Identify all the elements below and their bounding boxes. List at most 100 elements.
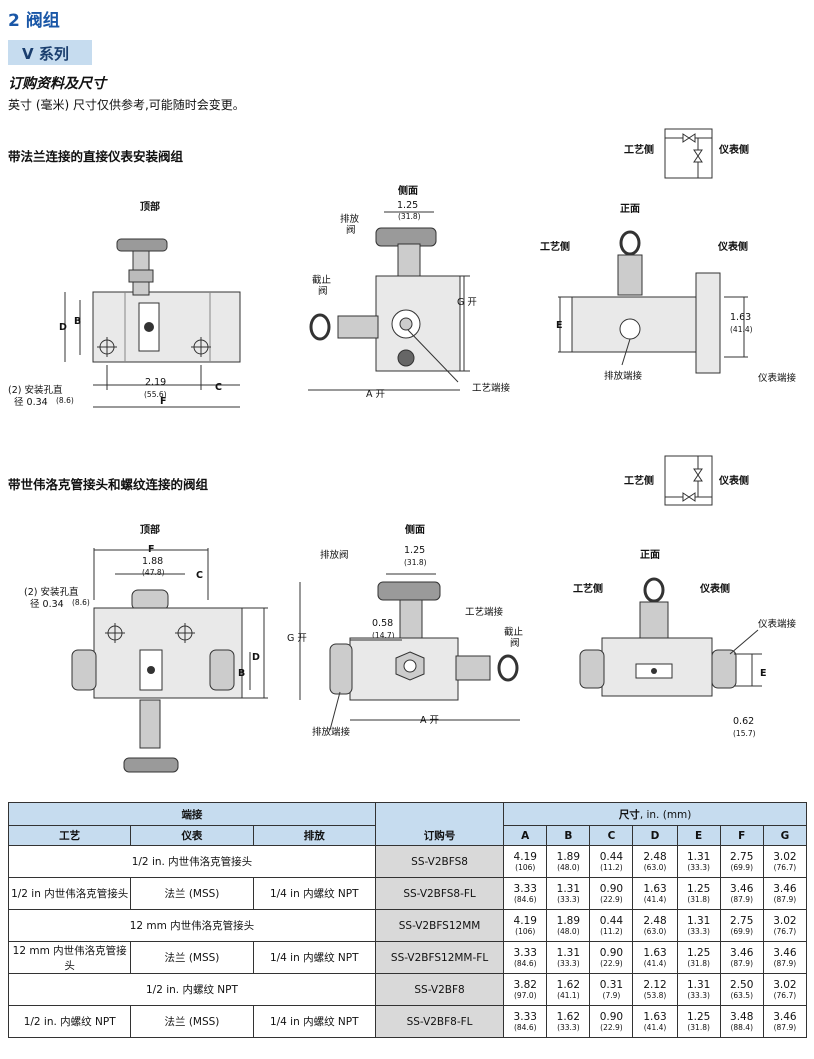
dim-cell-B: 1.89(48.0) [546,845,591,878]
dim-cell-B: 1.31(33.3) [546,941,591,974]
group2-title: 带世伟洛克管接头和螺纹连接的阀组 [8,477,209,492]
dim-inch-value: 2.75 [730,850,754,863]
dim-inch-value: 0.90 [599,1010,624,1023]
dim-mm-value: (33.3) [557,958,580,968]
dim-mm-value: (41.1) [557,990,580,1000]
group2-side-view-title: 侧面 [405,525,425,536]
header-dim-C: C [589,825,634,846]
dim-inch-value: 2.12 [643,978,667,991]
dim-mm-value: (63.5) [730,990,754,1000]
dim-mm-value: (22.9) [600,1022,623,1032]
dim-inch-value: 0.90 [599,946,624,959]
group2-side-view-drawing [299,573,520,731]
dim-cell-D: 1.63(41.4) [632,1005,678,1038]
dim-cell-A: 3.33(84.6) [503,941,548,974]
dim-mm-value: (31.8) [687,958,710,968]
series-label: V 系列 [22,45,69,63]
group1-vent-label-1: 排放 [340,214,360,225]
group1-side-dim-mm: (31.8) [398,212,421,221]
dim-mm-value: (87.9) [773,894,797,904]
group2-side-dim2-value: 0.58 [372,618,394,629]
dim-mm-value: (48.0) [557,926,580,936]
group1-side-dim-A: A 开 [366,389,386,400]
instrument-cell: 法兰 (MSS) [130,1005,254,1038]
header-order-number: 订购号 [374,802,505,846]
dim-cell-C: 0.90(22.9) [589,1005,634,1038]
connection-cell: 1/2 in. 内螺纹 NPT [8,973,376,1006]
dim-mm-value: (33.3) [687,862,710,872]
dim-mm-value: (88.4) [730,1022,754,1032]
dim-inch-value: 1.31 [686,914,711,927]
group2-top-view-drawing [71,548,268,773]
group2-top-dim-mm: (47.8) [142,568,165,577]
group1-front-view-drawing [558,230,748,374]
dim-mm-value: (106) [515,862,536,872]
dim-mm-value: (31.8) [687,894,710,904]
dim-inch-value: 2.48 [643,850,667,863]
group2-hole-note-2: 径 0.34 [30,599,64,610]
group2-front-view-drawing [579,577,762,697]
dim-inch-value: 3.46 [773,882,797,895]
group1-front-instrument-side: 仪表侧 [718,242,748,253]
group2-side-dim-mm: (31.8) [404,558,427,567]
dim-cell-A: 3.82(97.0) [503,973,548,1006]
process-cell: 1/2 in. 内螺纹 NPT [7,1005,132,1038]
dim-mm-value: (31.8) [687,1022,710,1032]
dim-cell-D: 1.63(41.4) [632,877,678,910]
dim-mm-value: (76.7) [773,926,797,936]
dim-mm-value: (33.3) [687,926,710,936]
group1-vent-label-2: 阀 [346,225,356,236]
dim-cell-G: 3.46(87.9) [762,1005,808,1038]
group2-top-dim-value: 1.88 [142,556,164,567]
dim-cell-E: 1.25(31.8) [676,941,721,974]
group2-top-dim-C: C [196,570,203,581]
group2-side-dim-value: 1.25 [404,545,426,556]
dim-inch-value: 2.50 [730,978,754,991]
group1-schematic-process-side: 工艺侧 [624,145,654,156]
dim-cell-A: 3.33(84.6) [503,1005,548,1038]
dim-cell-C: 0.90(22.9) [589,877,634,910]
dim-mm-value: (76.7) [773,990,797,1000]
dim-cell-B: 1.31(33.3) [546,877,591,910]
dim-inch-value: 1.31 [556,882,581,895]
group1-top-dim-D: D [59,322,67,333]
dim-mm-value: (11.2) [600,926,623,936]
dim-inch-value: 3.46 [730,946,754,959]
order-number-cell: SS-V2BF8 [374,973,505,1006]
dim-mm-value: (63.0) [643,862,667,872]
dim-cell-E: 1.31(33.3) [676,845,721,878]
header-ends: 端接 [8,802,376,826]
group1-title: 带法兰连接的直接仪表安装阀组 [8,149,184,164]
order-number-cell: SS-V2BF8-FL [374,1005,505,1038]
dim-cell-B: 1.89(48.0) [546,909,591,942]
group2-top-dim-B: B [238,668,246,679]
dim-cell-G: 3.46(87.9) [762,877,808,910]
vent-cell: 1/4 in 内螺纹 NPT [252,1005,376,1038]
dim-mm-value: (97.0) [513,990,537,1000]
group1-process-port-label: 工艺端接 [472,383,511,394]
group1-top-view-drawing [64,238,241,408]
vent-cell: 1/4 in 内螺纹 NPT [252,941,376,974]
header-dimensions-label: 尺寸 [618,808,640,821]
dim-inch-value: 1.31 [556,946,581,959]
order-number-cell: SS-V2BFS8-FL [374,877,505,910]
dim-cell-G: 3.02(76.7) [762,845,808,878]
dim-inch-value: 1.31 [686,850,711,863]
group2-front-dim-E: E [760,668,767,679]
group1-front-dim-value: 1.63 [730,312,752,323]
group1-shutoff-label-1: 截止 [312,275,332,286]
group2-top-view-title: 顶部 [140,525,160,536]
header-instrument: 仪表 [130,825,254,846]
group2-vent-valve-label: 排放阀 [320,550,349,561]
dim-cell-B: 1.62(41.1) [546,973,591,1006]
vent-cell: 1/4 in 内螺纹 NPT [252,877,376,910]
dim-cell-F: 2.50(63.5) [719,973,764,1006]
group2-front-view-title: 正面 [640,550,660,561]
group1-side-dim-value: 1.25 [397,200,419,211]
group1-front-view-title: 正面 [620,204,640,215]
dim-mm-value: (41.4) [643,1022,667,1032]
order-number-cell: SS-V2BFS12MM [374,909,505,942]
